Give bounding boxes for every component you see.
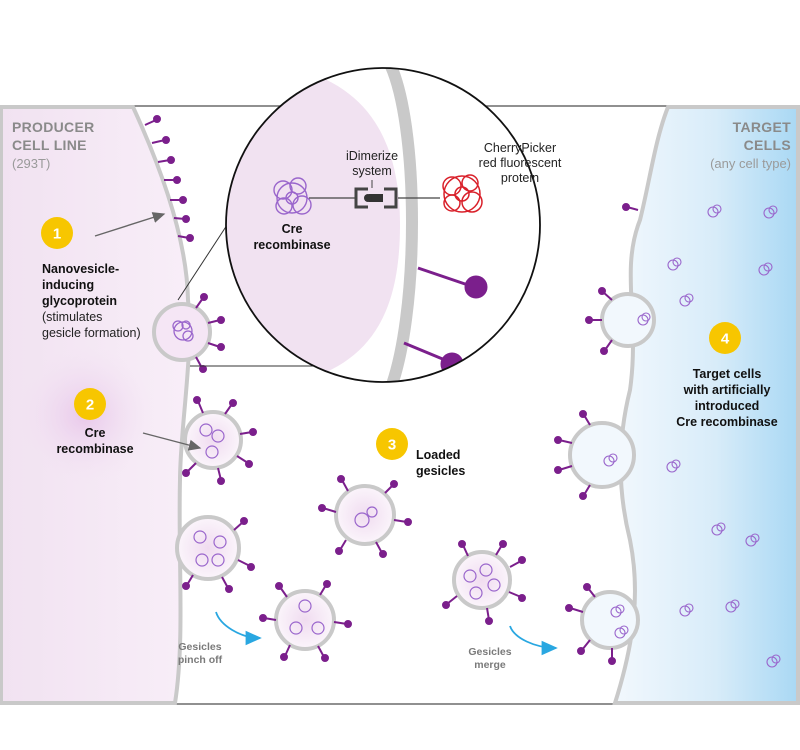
cre-protein-icon [273, 177, 312, 215]
merge-line1: Gesicles [468, 646, 511, 658]
badge-step-1: 1 [41, 217, 73, 249]
target-glycoproteins [622, 203, 639, 211]
step4-line4: Cre recombinase [676, 415, 777, 429]
badge-number: 1 [53, 226, 61, 243]
target-bud-middle [554, 410, 636, 500]
inset-cherry-line3: protein [501, 171, 539, 185]
producer-title-line2: CELL LINE [12, 137, 87, 153]
badge-number: 2 [86, 397, 94, 414]
target-title-line2: CELLS [744, 137, 791, 153]
pinch-line2: pinch off [178, 654, 223, 666]
producer-glycoproteins [144, 115, 194, 242]
inset-cherry-line1: CherryPicker [484, 141, 556, 155]
arrow-merge [509, 625, 558, 656]
step3-line2: gesicles [416, 464, 465, 478]
step1-line1: Nanovesicle- [42, 262, 119, 276]
step3-line1: Loaded [416, 448, 460, 462]
inset-dimerize-line1: iDimerize [346, 149, 398, 163]
badge-step-2: 2 [74, 388, 106, 420]
badge-step-3: 3 [376, 428, 408, 460]
arrow-pinch-off [215, 611, 262, 646]
inset-cre-line2: recombinase [253, 238, 330, 252]
step4-line2: with artificially [683, 383, 771, 397]
vesicle-loaded [318, 475, 412, 558]
idimerize-icon [354, 187, 398, 209]
step2-line2: recombinase [56, 442, 133, 456]
arrow-cre [142, 432, 202, 451]
target-bud-upper [585, 287, 656, 355]
inset-cre-line1: Cre [282, 222, 303, 236]
step4-line1: Target cells [693, 367, 762, 381]
cre-cluster-icon [354, 506, 378, 528]
inset-cherry-line2: red fluorescent [479, 156, 562, 170]
target-cre-proteins [603, 204, 781, 668]
vesicle-merging [442, 540, 526, 625]
cre-cluster-icon [199, 423, 225, 459]
step4-line3: introduced [695, 399, 760, 413]
inset-zoom [225, 67, 541, 383]
cre-cluster-icon [193, 530, 227, 567]
vesicle-step2 [182, 396, 257, 485]
step1-line3: glycoprotein [42, 294, 117, 308]
target-title-line1: TARGET [733, 119, 791, 135]
merge-line2: merge [474, 659, 506, 671]
step1-line2: inducing [42, 278, 94, 292]
badge-step-4: 4 [709, 322, 741, 354]
step2-line1: Cre [85, 426, 106, 440]
cre-cluster-icon [463, 563, 501, 600]
vesicle-pinch-off [259, 580, 352, 662]
cherry-protein-icon [442, 174, 483, 213]
step1-line5: gesicle formation) [42, 326, 141, 340]
vesicle-producer-lower [175, 515, 255, 593]
producer-title-line1: PRODUCER [12, 119, 95, 135]
cre-cluster-icon [172, 320, 194, 342]
arrow-glycoprotein [94, 212, 166, 237]
cre-cluster-icon [289, 599, 325, 635]
producer-subtitle: (293T) [12, 156, 50, 171]
pinch-line1: Gesicles [178, 641, 221, 653]
target-subtitle: (any cell type) [710, 156, 791, 171]
badge-number: 4 [721, 331, 730, 348]
budding-vesicle [152, 293, 225, 373]
badge-number: 3 [388, 437, 396, 454]
step1-line4: (stimulates [42, 310, 102, 324]
inset-dimerize-line2: system [352, 164, 392, 178]
